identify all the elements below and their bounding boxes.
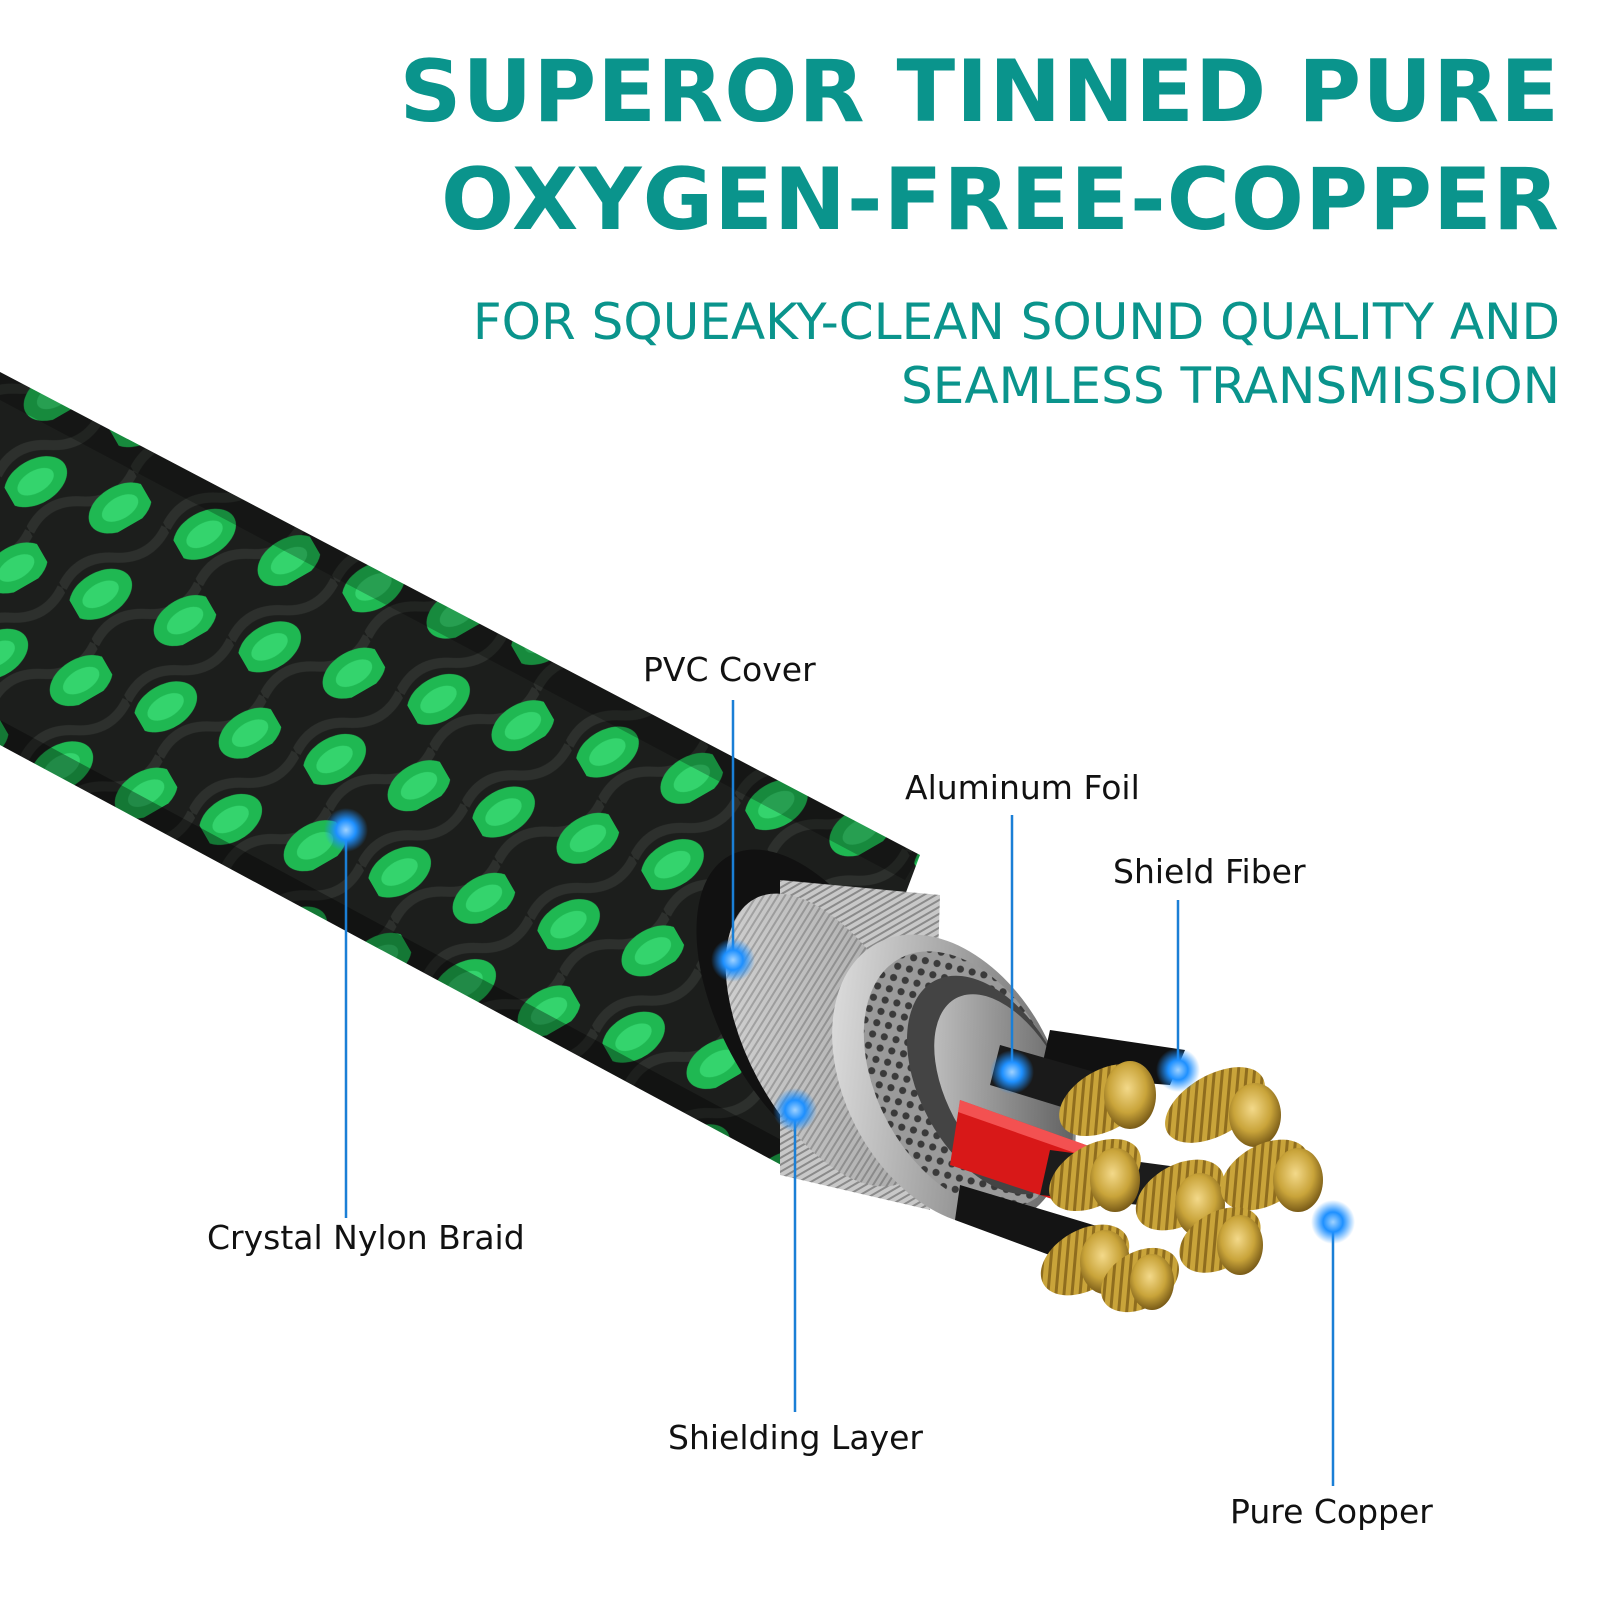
- aluminum-foil-dot: [990, 1050, 1034, 1094]
- callout-dots: [324, 808, 1355, 1244]
- pure-copper-dot: [1311, 1200, 1355, 1244]
- shield-fiber-label: Shield Fiber: [1113, 852, 1306, 891]
- nylon-braid-jacket: [0, 372, 920, 1175]
- headline-line-2: OXYGEN-FREE-COPPER: [440, 150, 1560, 250]
- headline-line-1: SUPEROR TINNED PURE: [399, 42, 1560, 142]
- subheadline-line-2: SEAMLESS TRANSMISSION: [901, 357, 1560, 415]
- pure-copper-label: Pure Copper: [1230, 1492, 1433, 1531]
- crystal-nylon-braid-label: Crystal Nylon Braid: [207, 1218, 525, 1257]
- shielding-layer-label: Shielding Layer: [668, 1418, 923, 1457]
- crystal-nylon-braid-dot: [324, 808, 368, 852]
- pvc-cover-label: PVC Cover: [643, 650, 816, 689]
- aluminum-foil-label: Aluminum Foil: [905, 768, 1140, 807]
- subheadline-line-1: FOR SQUEAKY-CLEAN SOUND QUALITY AND: [472, 293, 1560, 351]
- subheadline: FOR SQUEAKY-CLEAN SOUND QUALITY AND SEAM…: [473, 290, 1560, 418]
- headline: SUPEROR TINNED PURE OXYGEN-FREE-COPPER: [399, 38, 1560, 254]
- callout-lines: [344, 700, 1335, 1486]
- pvc-cover-dot: [711, 938, 755, 982]
- shielding-layer-dot: [773, 1088, 817, 1132]
- shield-fiber-dot: [1156, 1048, 1200, 1092]
